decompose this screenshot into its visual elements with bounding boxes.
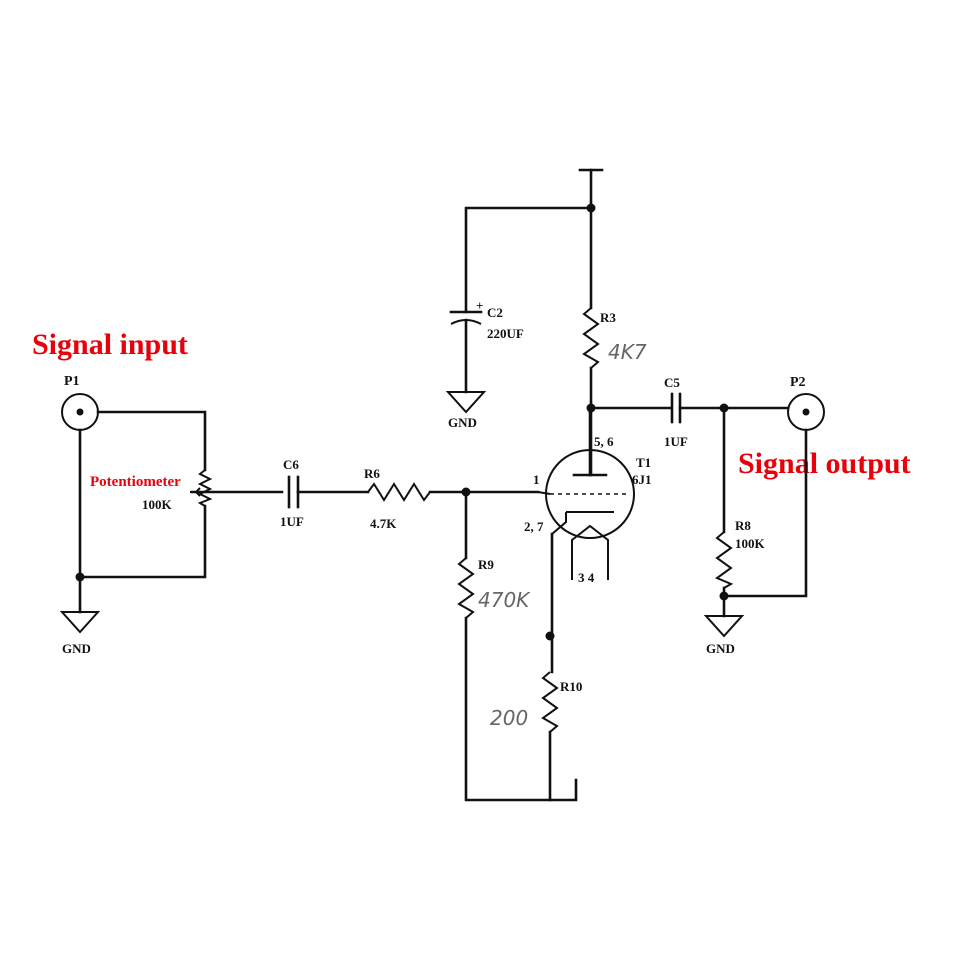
c2-ref: C2 (487, 305, 503, 320)
r8-ref: R8 (735, 518, 751, 533)
pot-bottom-wire (78, 504, 207, 579)
p2-label: P2 (790, 375, 806, 390)
r8-value: 100K (735, 536, 766, 551)
resistor-r9: R9 470K (457, 557, 531, 619)
c6-ref: C6 (283, 457, 299, 472)
t1-type: 6J1 (632, 472, 652, 487)
capacitor-c2: + C2 220UF (449, 298, 524, 341)
r10-ref: R10 (560, 679, 582, 694)
t1-pin-plate: 5, 6 (594, 434, 614, 449)
r10-value: 200 (490, 706, 528, 730)
junction-dot (545, 631, 555, 641)
pot-value-label: 100K (142, 497, 173, 512)
capacitor-c5: C5 1UF (664, 375, 688, 449)
svg-text:GND: GND (706, 641, 735, 656)
t1-pin-grid: 1 (533, 472, 540, 487)
c5-value: 1UF (664, 434, 688, 449)
ground-symbol-input: GND (59, 575, 101, 656)
output-connector-p2: P2 (787, 375, 825, 431)
c2-value: 220UF (487, 326, 524, 341)
signal-input-annotation: Signal input (32, 328, 188, 361)
c2-polarity: + (476, 298, 483, 313)
svg-text:GND: GND (62, 641, 91, 656)
resistor-r6: R6 4.7K (364, 466, 431, 531)
potentiometer-annotation: Potentiometer (90, 474, 181, 490)
ground-bus-wire (464, 616, 578, 802)
ground-symbol-output: GND (703, 615, 745, 656)
r6-ref: R6 (364, 466, 380, 481)
signal-output-annotation: Signal output (738, 447, 911, 480)
svg-text:GND: GND (448, 415, 477, 430)
ground-symbol-c2: GND (445, 391, 487, 430)
t1-pin-heater: 3 4 (578, 570, 595, 585)
t1-pin-cathode: 2, 7 (524, 519, 544, 534)
p2-ground-wire (724, 428, 808, 598)
r3-value: 4K7 (608, 340, 647, 364)
input-connector-p1: P1 (61, 374, 99, 431)
junction-dot (719, 591, 729, 601)
c2-wire (464, 206, 593, 314)
vacuum-tube-t1: 1 5, 6 2, 7 3 4 T1 6J1 (524, 406, 652, 585)
input-wire (96, 410, 207, 472)
t1-ref: T1 (636, 455, 651, 470)
r3-ref: R3 (600, 310, 616, 325)
r9-value: 470K (478, 588, 531, 612)
resistor-r8: R8 100K (714, 518, 766, 589)
p1-label: P1 (64, 374, 80, 389)
c6-value: 1UF (280, 514, 304, 529)
resistor-r10: R10 200 (490, 671, 582, 733)
resistor-r3: R3 4K7 (582, 307, 647, 369)
r9-ref: R9 (478, 557, 494, 572)
r6-value: 4.7K (370, 516, 397, 531)
c5-ref: C5 (664, 375, 680, 390)
